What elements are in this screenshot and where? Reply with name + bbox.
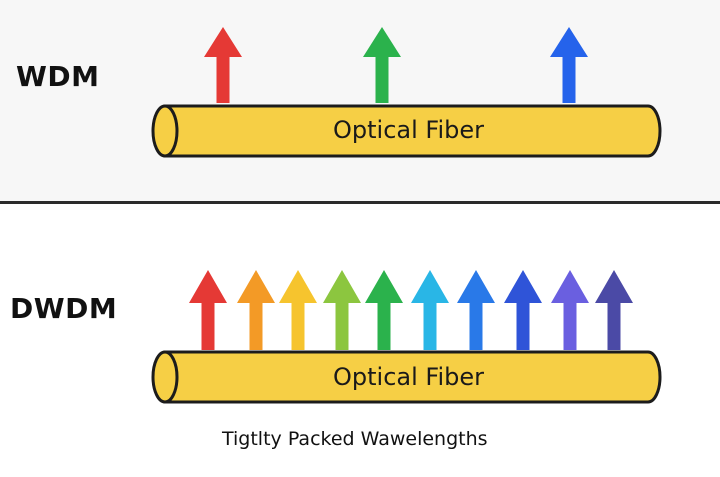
wdm-label: WDM: [16, 60, 100, 93]
wdm-blue-arrow: [550, 27, 588, 103]
wdm-green-arrow: [363, 27, 401, 103]
wdm-fiber: [151, 104, 662, 158]
dwdm-violet-arrow: [551, 270, 589, 350]
dwdm-fiber-end: [151, 350, 179, 404]
dwdm-yellow-green-arrow: [323, 270, 361, 350]
dwdm-fiber: [151, 350, 662, 404]
section-divider: [0, 201, 720, 204]
dwdm-indigo-arrow: [504, 270, 542, 350]
dwdm-red-arrow: [189, 270, 227, 350]
wdm-arrows: [204, 27, 588, 103]
dwdm-yellow-arrow: [279, 270, 317, 350]
dwdm-green-arrow: [365, 270, 403, 350]
wdm-fiber-end: [151, 104, 179, 158]
dwdm-caption: Tigtlty Packed Wawelengths: [222, 428, 488, 450]
dwdm-fiber-body: [163, 350, 662, 404]
dwdm-orange-arrow: [237, 270, 275, 350]
dwdm-fiber-label: Optical Fiber: [333, 363, 484, 391]
wdm-fiber-body: [163, 104, 662, 158]
wdm-fiber-label: Optical Fiber: [333, 116, 484, 144]
dwdm-label: DWDM: [10, 292, 118, 325]
dwdm-blue-arrow: [457, 270, 495, 350]
wdm-panel: [0, 0, 720, 201]
dwdm-panel: [0, 204, 720, 477]
dwdm-cyan-arrow: [411, 270, 449, 350]
dwdm-dark-violet-arrow: [595, 270, 633, 350]
wdm-red-arrow: [204, 27, 242, 103]
dwdm-arrows: [189, 270, 633, 350]
